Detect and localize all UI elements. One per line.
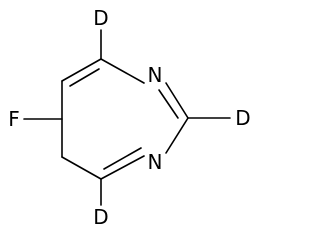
atom-label-nitrogen-top: N [148, 63, 163, 87]
atom-label-deuterium-right: D [235, 106, 250, 130]
atom-label-deuterium-bottom: D [93, 205, 108, 229]
bond-c6-n1 [100, 58, 145, 84]
atom-label-nitrogen-bottom: N [148, 150, 163, 174]
bond-n3-c4-inner [103, 147, 142, 170]
bond-n3-c4 [100, 155, 145, 180]
atom-label-deuterium-top: D [93, 6, 108, 30]
bond-c4-c5 [61, 156, 102, 180]
bond-c6-c5-inner [69, 68, 100, 87]
bond-n1-c2 [165, 82, 189, 119]
molecule-structure: D N D N D F [8, 6, 250, 229]
bond-c6-c5 [61, 58, 102, 82]
atom-label-fluorine: F [8, 107, 20, 131]
bond-c2-n3 [165, 117, 189, 154]
bond-n1-c2-inner [158, 89, 179, 119]
